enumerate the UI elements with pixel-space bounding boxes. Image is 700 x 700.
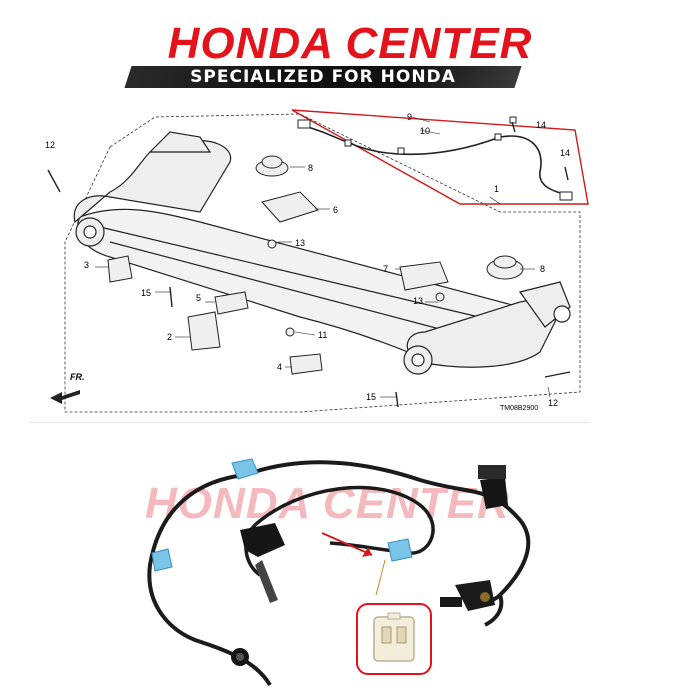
callout-11: 11 xyxy=(318,330,328,340)
brand-subtitle: SPECIALIZED FOR HONDA xyxy=(190,67,456,87)
blue-cable-clips xyxy=(151,458,413,572)
harness-highlight-frame xyxy=(291,109,589,205)
left-trailing-arm xyxy=(73,131,232,247)
diagram-code: TM08B2900 xyxy=(500,405,539,412)
callout-4: 4 xyxy=(277,362,283,372)
front-direction-arrow xyxy=(50,390,80,404)
wheel-speed-sensor-head xyxy=(440,580,495,611)
callout-14-a: 14 xyxy=(536,120,547,130)
callout-3: 3 xyxy=(84,260,90,270)
rear-axle-diagram-drawing xyxy=(47,109,589,413)
connector-icon xyxy=(373,612,415,662)
callout-1: 1 xyxy=(494,184,500,194)
callout-8-a: 8 xyxy=(308,163,314,173)
callout-5: 5 xyxy=(196,293,202,303)
right-trailing-arm xyxy=(403,281,571,375)
callout-14-b: 14 xyxy=(560,148,571,158)
callout-13-a: 13 xyxy=(295,238,306,248)
pointer-arrow xyxy=(321,532,373,557)
callout-7: 7 xyxy=(383,264,389,274)
callout-8-b: 8 xyxy=(540,264,546,274)
callout-12-top: 12 xyxy=(45,140,56,150)
connector-detail-inset xyxy=(356,603,432,675)
callout-15-a: 15 xyxy=(141,288,152,298)
callout-12-bottom: 12 xyxy=(548,398,559,408)
callout-2: 2 xyxy=(167,332,173,342)
section-divider xyxy=(30,422,590,423)
front-direction-label: FR. xyxy=(70,372,85,382)
parts-diagram: 12 9 10 14 14 1 8 6 13 3 7 8 15 5 13 2 1… xyxy=(0,92,700,422)
abs-harness-wire xyxy=(299,124,569,196)
mounting-brackets xyxy=(231,465,508,666)
leader-lines xyxy=(95,116,551,398)
product-photo: HONDA CENTER xyxy=(0,425,700,700)
brand-title: HONDA CENTER xyxy=(167,19,533,68)
callout-13-b: 13 xyxy=(413,296,424,306)
bolts xyxy=(47,121,571,408)
callout-6: 6 xyxy=(333,205,339,215)
callout-15-b: 15 xyxy=(366,392,377,402)
abs-sensor-cable-photo xyxy=(147,458,531,687)
axle-beam xyxy=(77,208,540,363)
assembly-boundary xyxy=(64,113,581,413)
loose-parts xyxy=(107,155,524,375)
callout-9: 9 xyxy=(407,112,413,122)
callout-10: 10 xyxy=(420,126,431,136)
